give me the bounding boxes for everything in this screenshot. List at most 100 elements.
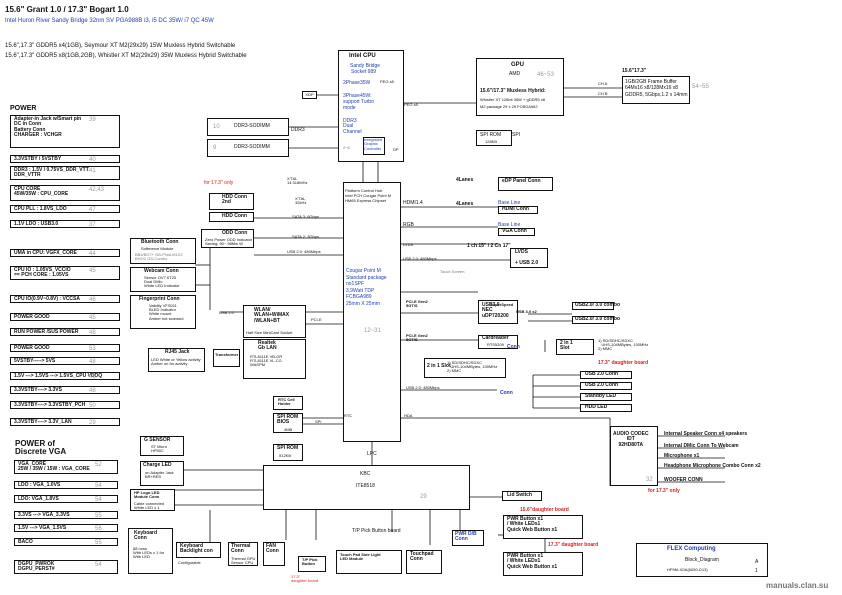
hdd-conn: HDD Conn xyxy=(209,212,254,222)
vga-power-item: DGPU_PWROK DGPU_PERST#54 xyxy=(14,560,118,574)
xdp-box: XDP xyxy=(302,91,317,99)
spi-rom-bios: SPI ROM BIOS 4MB xyxy=(273,413,303,433)
2in1-slot: 2 in 1 Slot xyxy=(556,339,594,355)
usb3-controller: USB3.0 NEC uDP720200 xyxy=(478,300,518,324)
vga-power-label: DGPU_PWROK DGPU_PERST# xyxy=(18,561,55,573)
power-rail-page: 47 xyxy=(89,207,96,213)
vga-power-item: LDO: VGA_1.8VS 54 xyxy=(14,495,118,503)
intel-cpu-block: Intel CPU Sandy Bridge Socket 989 2Phase… xyxy=(338,50,404,162)
cardreader: Cardreader RTS5209 xyxy=(478,335,518,349)
power-rail-label: UMA in CPU: VGFX_CORE xyxy=(14,250,77,256)
power-rail-page: 45 xyxy=(89,268,96,274)
audio-codec: AUDIO CODEC IDT 92HD80TA 32 xyxy=(610,426,658,486)
hdd-2nd-conn: HDD Conn 2nd xyxy=(209,193,254,210)
xtal-32k: X'TAL 32kHz xyxy=(295,196,307,206)
headphone-combo: Headphone Microphone Combo Conn x2 xyxy=(664,463,761,469)
power-rail-label: 3.3VSTBY----> 3.3V_LAN xyxy=(14,419,72,425)
vram-num: 54~55 xyxy=(692,84,709,90)
pwr-button-156: PWR Button x1 / White LEDs1 Quick Web Bu… xyxy=(503,515,583,539)
power-rail-item: CPU IO : 1.05VS_VCCIO == PCH CORE : 1.05… xyxy=(10,266,120,280)
superspeed-label: SuperSpeed xyxy=(490,302,514,307)
vga-power-label: 1.5V ---> VGA_1.5VS xyxy=(18,525,67,531)
daughter-156: 15.6"daughter board xyxy=(520,507,569,513)
rj45-jack: RJ45 Jack LED White or Yellow activity A… xyxy=(148,348,205,372)
power-rail-label: DDR3 : 1.5V / 0.75VS_DDR_VTT DDR_VTTR xyxy=(14,167,89,179)
power-rail-label: 3.3VSTBY----> 3.3VSTBY_PCH xyxy=(14,402,86,408)
title-block: FLEX Computing Block_Diagram HP9M-4OA(60… xyxy=(636,543,768,577)
tp-daughter-board: 17.3" daughter board xyxy=(291,574,319,584)
cpu-title: Intel CPU xyxy=(349,53,376,59)
pch-block: Platform Control Hub Intel PCH Cougar Po… xyxy=(343,182,401,442)
page-title: 15.6" Grant 1.0 / 17.3" Bogart 1.0 xyxy=(5,5,129,14)
power-rail-page: 50 xyxy=(89,403,96,409)
sheet: 1 xyxy=(755,568,758,574)
internal-speaker: Internal Speaker Conn x4 speakers xyxy=(664,431,748,437)
microphone: Microphone x1 xyxy=(664,453,700,459)
spi-rom-kbc: SPI ROM 512KB xyxy=(273,444,303,461)
power-rail-label: 3.3VSTBY / 5VSTBY xyxy=(14,156,62,162)
power-rail-label: CPU IO(0.9V~0.8V) : VCCSA xyxy=(14,296,80,302)
pch-usb20-right: USB 2.0: 480Mbps xyxy=(403,256,437,261)
document-number: HP9M-4OA(6050-D13) xyxy=(667,567,708,572)
cpu-num: 2~6 xyxy=(343,145,350,150)
sodimm-2: DDR3-SODIMM 9 xyxy=(207,139,289,157)
usb30-combo-1: USB2.0/ 3.0 combo xyxy=(572,302,620,310)
power-rail-label: CPU IO : 1.05VS_VCCIO == PCH CORE : 1.05… xyxy=(14,267,71,279)
xtal-14m: X'TAL 14.318MHz xyxy=(287,176,308,186)
internal-dmic: Internal DMic Conn To Webcam xyxy=(664,443,739,449)
vram-ch-b: CH B xyxy=(598,91,608,96)
usb-left: USB 2.0: 480Mbps xyxy=(287,249,321,254)
hdmi-conn: HDMI Conn xyxy=(498,206,538,214)
page-subtitle: Intel Huron River Sandy Bridge 32nm SV P… xyxy=(5,18,214,24)
transformer: Transformer xyxy=(213,349,240,367)
usb30-x2: USB 3.0 x2 xyxy=(516,309,537,314)
sodimm-1: DDR3-SODIMM 10 xyxy=(207,118,289,136)
woofer-only-173: for 17.3" only xyxy=(648,488,680,494)
power-rail-page: 45 xyxy=(89,315,96,321)
vga-conn: VGA Conn xyxy=(498,228,535,236)
edp-lanes: 4Lanes xyxy=(456,177,474,183)
power-rail-item: 3.3VSTBY / 5VSTBY 40 xyxy=(10,155,120,163)
hdmi-lanes: 4Lanes xyxy=(456,201,474,207)
cpu-ddr3-channel: DDR3 Dual Channel xyxy=(343,118,362,135)
vga-power-page: 52 xyxy=(95,462,102,468)
power-rail-page: 48 xyxy=(89,388,96,394)
lvds-conn: LVDS + USB 2.0 xyxy=(510,248,548,268)
usb30-combo-2: USB2.0/ 3.0 combo xyxy=(572,316,620,324)
vga-power-page: 54 xyxy=(95,497,102,503)
pwr-db-conn: PWR D/B Conn xyxy=(452,530,484,546)
rtc-cell: RTC Cell Holder xyxy=(273,396,303,410)
document-title: Block_Diagram xyxy=(685,557,719,563)
keyboard-conn: Keyboard Conn 88 rows With LEDs x 1 for … xyxy=(128,528,173,574)
fingerprint-conn: Fingerprint Conn Validity VFS011 BLED In… xyxy=(130,295,196,329)
vga-power-label: LDO: VGA_1.8VS xyxy=(18,496,59,502)
power-rail-label: 3.3VSTBY----> 3.3VS xyxy=(14,387,62,393)
g-sensor: G SENSOR ST Micro HP50C xyxy=(140,436,184,456)
dp-label: DP xyxy=(393,147,399,152)
usb20-conn-2: USB 2.0 Conn xyxy=(580,382,632,390)
vga-power-page: 55 xyxy=(95,513,102,519)
sata-3g: SATA 2: 3Gbps xyxy=(292,234,319,239)
card-conn: Conn xyxy=(507,344,520,350)
vram-heading: 15.6"17.3" xyxy=(622,68,647,74)
power-rail-page: 40 xyxy=(89,157,96,163)
vga-power-label: BACO xyxy=(18,539,33,545)
webcam-conn: Webcam Conn Sensor OV7 6T20 Dual DMic Wh… xyxy=(130,267,196,292)
power-rail-page: 37 xyxy=(89,222,96,228)
daughter-173b: 17.3" daughter board xyxy=(548,542,599,548)
standby-led: Standby LED xyxy=(580,393,632,401)
hdd-led: HDD LED xyxy=(580,404,632,412)
power-rail-item: 3.3VSTBY----> 3.3VS 48 xyxy=(10,386,120,394)
hp-logo-led: HP Logo LED Module Conn Cable connected … xyxy=(130,489,175,511)
usb20-conn-1: USB 2.0 Conn xyxy=(580,371,632,379)
power-rail-page: 49 xyxy=(89,374,96,380)
power-rail-page: 42,43 xyxy=(89,187,105,193)
